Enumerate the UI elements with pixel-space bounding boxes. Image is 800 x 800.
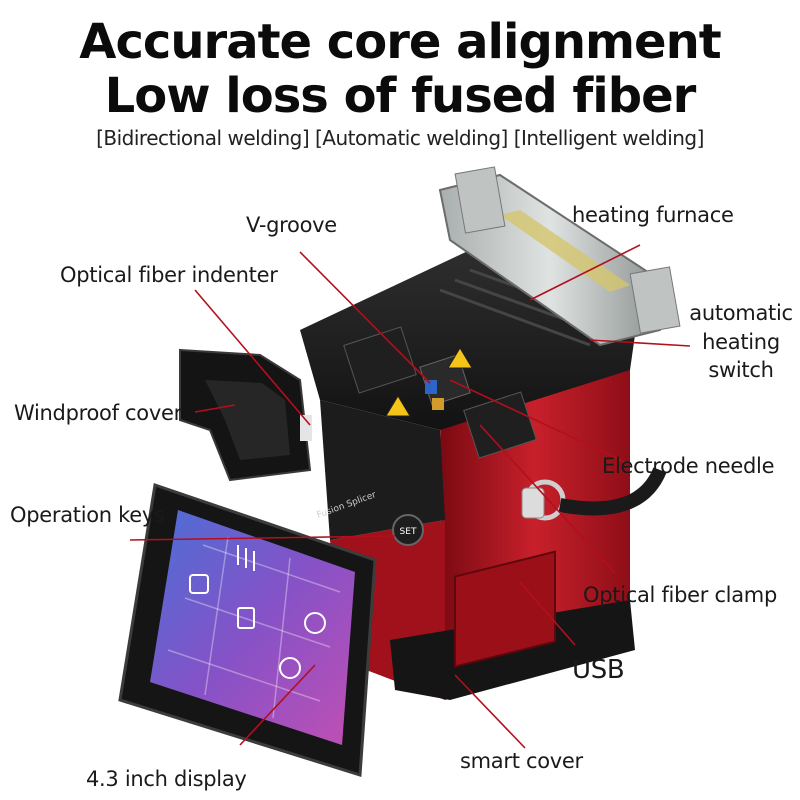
v-groove-gold xyxy=(432,398,444,410)
clamp-right xyxy=(463,391,537,459)
label-operation-keys: Operation keys xyxy=(10,503,165,527)
furnace-lid-detail xyxy=(500,210,630,292)
furnace-end-right xyxy=(629,266,681,334)
headline-line-1: Accurate core alignment xyxy=(79,14,721,70)
leader-lines xyxy=(129,244,691,749)
indenter-pad xyxy=(300,415,312,441)
screen-tiles xyxy=(167,536,341,719)
label-smart-cover: smart cover xyxy=(460,749,583,773)
screen-icons xyxy=(189,545,326,679)
label-optical-fiber-indenter: Optical fiber indenter xyxy=(60,263,278,287)
label-display: 4.3 inch display xyxy=(86,767,247,791)
headline-line-2: Low loss of fused fiber xyxy=(104,68,697,124)
label-usb: USB xyxy=(572,655,625,685)
label-electrode-needle: Electrode needle xyxy=(602,454,775,478)
label-automatic-heating-switch-1: automatic xyxy=(689,301,793,325)
clamp-left xyxy=(343,326,417,394)
strap-buckle xyxy=(521,487,545,519)
label-automatic-heating-switch-3: switch xyxy=(708,358,774,382)
warning-sticker-2 xyxy=(385,395,411,417)
label-v-groove: V-groove xyxy=(246,213,337,237)
subtitle: [Bidirectional welding] [Automatic weldi… xyxy=(96,126,704,150)
windproof-cover-inner xyxy=(205,380,290,460)
set-key xyxy=(392,514,424,546)
label-windproof-cover: Windproof cover xyxy=(14,401,182,425)
smart-cover-panel xyxy=(454,550,556,668)
label-optical-fiber-clamp: Optical fiber clamp xyxy=(583,583,777,607)
top-housing-front xyxy=(320,400,445,540)
warning-sticker-1 xyxy=(447,347,473,369)
strap xyxy=(558,467,667,516)
v-groove-blue xyxy=(425,380,437,394)
label-automatic-heating-switch-2: heating xyxy=(702,330,780,354)
furnace-end-left xyxy=(454,166,506,234)
label-heating-furnace: heating furnace xyxy=(572,203,734,227)
svg-text:SET: SET xyxy=(400,527,417,537)
